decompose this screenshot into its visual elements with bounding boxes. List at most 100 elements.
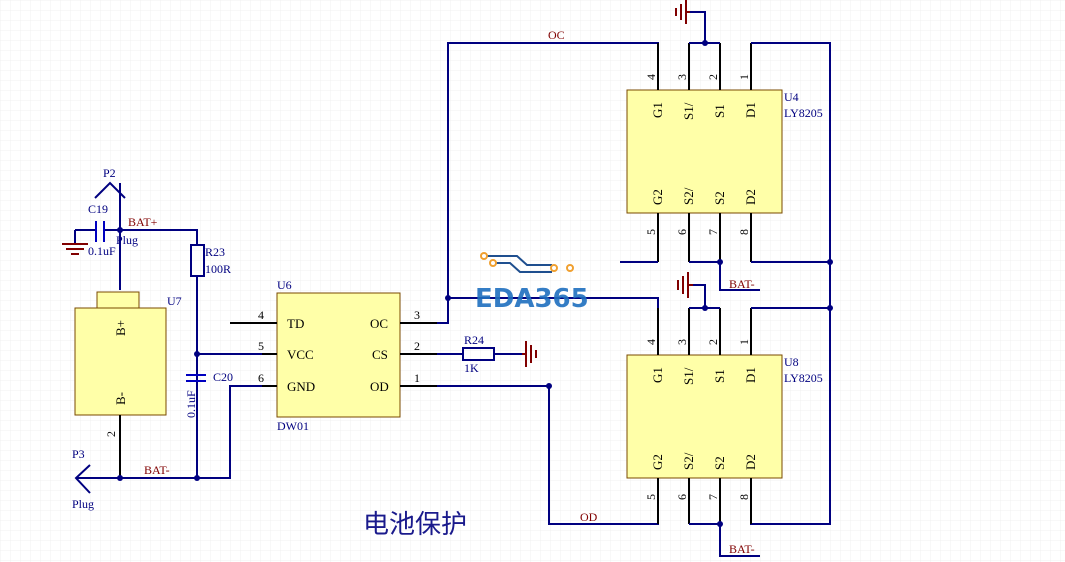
ic-u6-dw01[interactable]: U6 DW01 4 5 6 TD VCC GND OC CS OD 3 2 1 [230,278,437,433]
u8-pin-num: 4 [644,339,658,345]
net-label-od: OD [580,510,598,524]
u6-pin-num: 3 [414,308,420,322]
u8-pin-num: 6 [675,494,689,500]
u8-pin-num: 5 [644,494,658,500]
battery-body [74,307,167,416]
c19-value: 0.1uF [88,244,116,258]
battery-terminal [96,291,140,309]
junction [194,475,200,481]
net-label-oc: OC [548,28,565,42]
u6-pin-od: OD [370,379,389,394]
junction [702,40,708,46]
u6-pin-gnd: GND [287,379,315,394]
u8-pin-s1-alt: S1/ [681,367,696,385]
u4-pin-num: 7 [706,229,720,235]
u8-part: LY8205 [784,371,823,385]
p2-designator: P2 [103,166,116,180]
u4-pin-num: 1 [737,74,751,80]
c20-value: 0.1uF [184,390,198,418]
u7-designator: U7 [167,294,182,308]
eda365-watermark: EDA365 [475,252,589,314]
wire-bat-minus [76,385,262,479]
u7-pin-bminus: B- [113,392,128,405]
u8-pin-g2: G2 [650,454,665,470]
u4-pin-d2: D2 [743,189,758,205]
ground-symbol-c19 [62,230,88,255]
junction [194,351,200,357]
u8-pin-s1: S1 [712,369,727,383]
junction [827,259,833,265]
schematic-title: 电池保护 [363,510,467,540]
wire-u4-s2 [620,261,760,291]
junction [445,295,451,301]
p3-comment: Plug [72,497,94,511]
u6-pin-num: 5 [258,339,264,353]
ic-u8-ly8205[interactable]: U8 LY8205 4 3 2 1 G1 S1/ S1 D1 G2 S2/ S2… [626,308,823,524]
capacitor-c19[interactable]: C19 0.1uF [75,202,120,258]
u4-pin-s2: S2 [712,191,727,205]
u6-pin-num: 2 [414,339,420,353]
net-label-bat-plus: BAT+ [128,215,158,229]
u4-pin-s1-alt: S1/ [681,102,696,120]
ground-symbol-u8 [677,272,693,298]
u4-pin-num: 6 [675,229,689,235]
junction [117,475,123,481]
c20-designator: C20 [213,370,233,384]
u8-pin-s2: S2 [712,456,727,470]
u6-pin-num: 4 [258,308,264,322]
u4-pin-g2: G2 [650,189,665,205]
u6-pin-num: 1 [414,371,420,385]
p2-comment: Plug [116,233,138,247]
u8-pin-d1: D1 [743,367,758,383]
resistor-r24[interactable]: R24 1K [437,333,522,375]
u4-pin-s1: S1 [712,104,727,118]
u4-pin-num: 3 [675,74,689,80]
u6-pin-td: TD [287,316,304,331]
ground-symbol-r24 [522,341,537,367]
u4-designator: U4 [784,90,799,104]
capacitor-c20[interactable]: C20 0.1uF [184,370,233,418]
u4-pin-g1: G1 [650,102,665,118]
u8-pin-num: 8 [737,494,751,500]
u4-pin-num: 5 [644,229,658,235]
u8-designator: U8 [784,355,799,369]
wire-bat-plus [120,229,198,245]
u8-pin-g1: G1 [650,367,665,383]
u6-part: DW01 [277,419,309,433]
ic-u4-ly8205[interactable]: U4 LY8205 4 3 2 1 G1 S1/ S1 D1 G2 S2/ S2… [626,43,823,262]
junction [702,305,708,311]
junction [546,383,552,389]
battery-u7[interactable]: U7 B+ B- 2 [74,291,182,478]
u8-pin-s2-alt: S2/ [681,452,696,470]
p3-designator: P3 [72,447,85,461]
u6-pin-vcc: VCC [287,347,314,362]
u4-pin-s2-alt: S2/ [681,187,696,205]
net-label-bat-minus-u8: BAT- [729,542,755,556]
r24-designator: R24 [464,333,484,347]
u8-pin-num: 2 [706,339,720,345]
net-label-bat-minus-u4: BAT- [729,277,755,291]
u8-pin-num: 7 [706,494,720,500]
wire-u8-s2 [689,523,760,557]
u4-pin-num: 2 [706,74,720,80]
connector-p3[interactable]: P3 Plug [72,447,94,511]
watermark-text: EDA365 [475,284,589,314]
junction [827,305,833,311]
u8-pin-num: 1 [737,339,751,345]
junction [717,521,723,527]
r23-value: 100R [205,262,231,276]
connector-p2[interactable]: P2 Plug [94,166,138,247]
u6-designator: U6 [277,278,292,292]
u7-pin-bplus: B+ [113,320,128,336]
net-label-bat-minus: BAT- [144,463,170,477]
u6-pin-num: 6 [258,371,264,385]
u8-pin-d2: D2 [743,454,758,470]
u4-pin-num: 8 [737,229,751,235]
c19-designator: C19 [88,202,108,216]
u4-part: LY8205 [784,106,823,120]
resistor-r23[interactable]: R23 100R [190,244,231,277]
ground-symbol-u4 [675,0,690,24]
u8-pin-num: 3 [675,339,689,345]
